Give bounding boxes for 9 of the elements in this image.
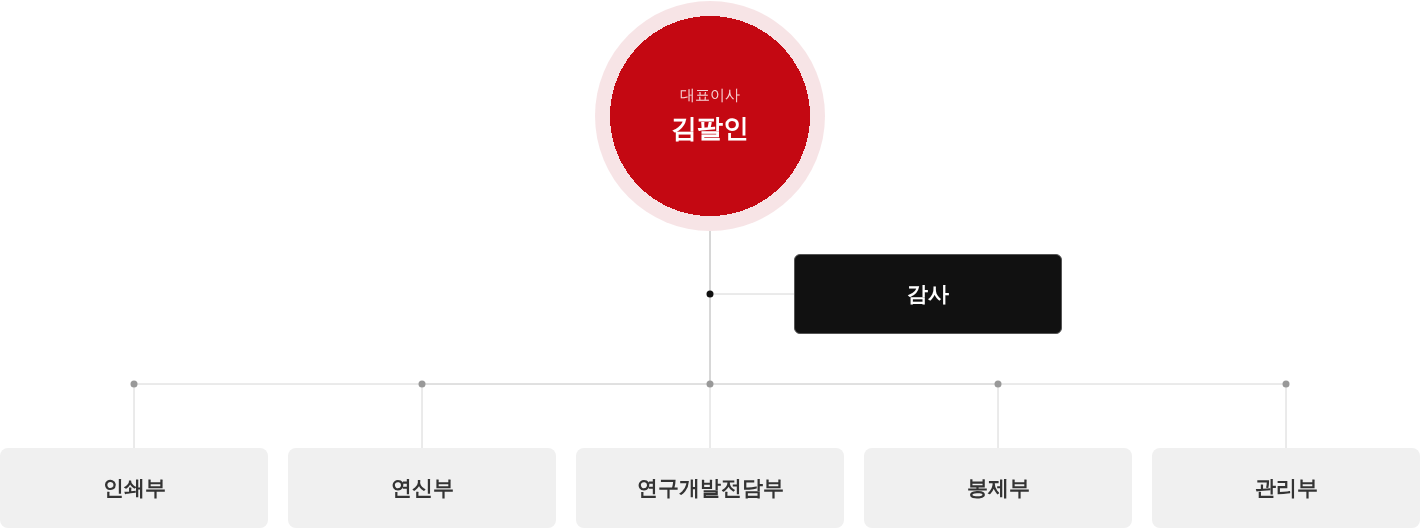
audit-box: [794, 254, 1062, 334]
node-label: 봉제부: [966, 475, 1030, 502]
node-label: 감사: [907, 281, 949, 308]
node-label: 연신부: [390, 475, 454, 502]
node-label: 관리부: [1254, 475, 1318, 502]
node-label: 김팔인: [671, 112, 749, 145]
node-label: 인쇄부: [102, 475, 166, 502]
node-label: 연구개발전담부: [636, 475, 784, 502]
role-title: 대표이사: [680, 86, 740, 105]
